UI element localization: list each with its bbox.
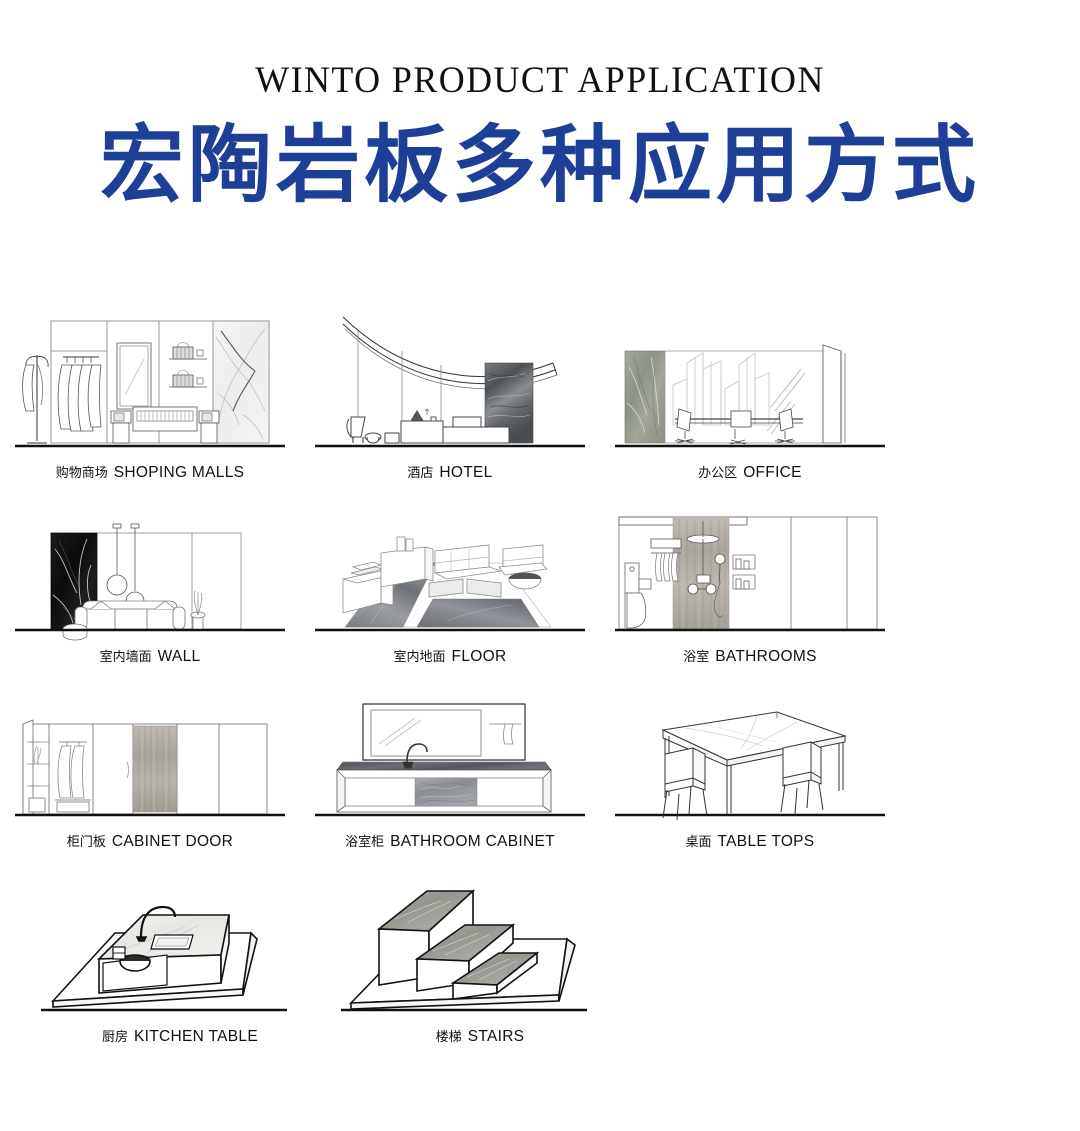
- application-card-bathrooms[interactable]: 浴室 BATHROOMS: [600, 480, 900, 664]
- illustration-cabinet-door: [7, 664, 293, 828]
- caption-cn: 浴室: [683, 649, 710, 665]
- caption-cn: 办公区: [698, 465, 738, 481]
- caption-en: WALL: [157, 647, 201, 665]
- application-card-kitchen-table[interactable]: 厨房 KITCHEN TABLE: [30, 849, 330, 1044]
- caption-hotel: 酒店 HOTEL: [407, 463, 493, 481]
- caption-cabinet-door: 柜门板 CABINET DOOR: [66, 832, 234, 850]
- application-card-office[interactable]: 办公区 OFFICE: [600, 284, 900, 480]
- caption-cn: 室内墙面: [99, 649, 152, 665]
- caption-bathroom-cabinet: 浴室柜 BATHROOM CABINET: [345, 832, 555, 850]
- caption-cn: 购物商场: [55, 465, 108, 481]
- illustration-shopping-malls: [7, 284, 293, 459]
- illustration-kitchen-table: [37, 849, 323, 1023]
- caption-en: BATHROOM CABINET: [390, 832, 555, 850]
- caption-cn: 室内地面: [393, 649, 446, 665]
- caption-bathrooms: 浴室 BATHROOMS: [683, 647, 817, 665]
- caption-en: TABLE TOPS: [717, 832, 815, 850]
- page-title: 宏陶岩板多种应用方式: [99, 116, 980, 214]
- application-card-cabinet-door[interactable]: 柜门板 CABINET DOOR: [0, 664, 300, 849]
- caption-en: SHOPING MALLS: [113, 463, 245, 481]
- illustration-bathroom-cabinet: [307, 664, 593, 828]
- caption-cn: 柜门板: [66, 834, 106, 850]
- caption-en: OFFICE: [743, 463, 802, 481]
- poster-header: WINTO PRODUCT APPLICATION 宏陶岩板多种应用方式: [0, 0, 1080, 209]
- caption-en: BATHROOMS: [715, 647, 817, 665]
- illustration-hotel: [307, 284, 593, 459]
- grid-row: 购物商场 SHOPING MALLS: [0, 284, 1080, 480]
- caption-stairs: 楼梯 STAIRS: [435, 1027, 525, 1045]
- application-card-hotel[interactable]: 酒店 HOTEL: [300, 284, 600, 480]
- caption-en: HOTEL: [439, 463, 493, 481]
- caption-cn: 浴室柜: [345, 834, 385, 850]
- illustration-office: [607, 284, 893, 459]
- illustration-stairs: [337, 849, 623, 1023]
- caption-en: KITCHEN TABLE: [134, 1027, 258, 1045]
- illustration-table-tops: [607, 664, 893, 828]
- page-eyebrow: WINTO PRODUCT APPLICATION: [255, 60, 825, 101]
- application-card-bathroom-cabinet[interactable]: 浴室柜 BATHROOM CABINET: [300, 664, 600, 849]
- grid-row: 柜门板 CABINET DOOR: [0, 664, 1080, 849]
- caption-en: CABINET DOOR: [111, 832, 234, 850]
- caption-en: STAIRS: [467, 1027, 525, 1045]
- caption-cn: 酒店: [407, 465, 434, 481]
- application-card-table-tops[interactable]: 桌面 TABLE TOPS: [600, 664, 900, 849]
- application-card-wall[interactable]: 室内墙面 WALL: [0, 480, 300, 664]
- caption-wall: 室内墙面 WALL: [99, 647, 201, 665]
- grid-cell-empty: [630, 849, 930, 1044]
- caption-office: 办公区 OFFICE: [698, 463, 802, 481]
- application-card-floor[interactable]: 室内地面 FLOOR: [300, 480, 600, 664]
- illustration-bathrooms: [607, 480, 893, 643]
- caption-shopping-malls: 购物商场 SHOPING MALLS: [55, 463, 245, 481]
- application-card-shopping-malls[interactable]: 购物商场 SHOPING MALLS: [0, 284, 300, 480]
- caption-cn: 楼梯: [435, 1029, 462, 1045]
- illustration-wall: [7, 480, 293, 643]
- caption-kitchen-table: 厨房 KITCHEN TABLE: [102, 1027, 258, 1045]
- illustration-floor: [307, 480, 593, 643]
- caption-cn: 厨房: [102, 1029, 129, 1045]
- caption-floor: 室内地面 FLOOR: [393, 647, 507, 665]
- application-grid: 购物商场 SHOPING MALLS: [0, 284, 1080, 1044]
- grid-row: 室内墙面 WALL: [0, 480, 1080, 664]
- grid-row: 厨房 KITCHEN TABLE: [0, 849, 1080, 1044]
- application-card-stairs[interactable]: 楼梯 STAIRS: [330, 849, 630, 1044]
- caption-table-tops: 桌面 TABLE TOPS: [685, 832, 815, 850]
- caption-en: FLOOR: [451, 647, 507, 665]
- caption-cn: 桌面: [685, 834, 712, 850]
